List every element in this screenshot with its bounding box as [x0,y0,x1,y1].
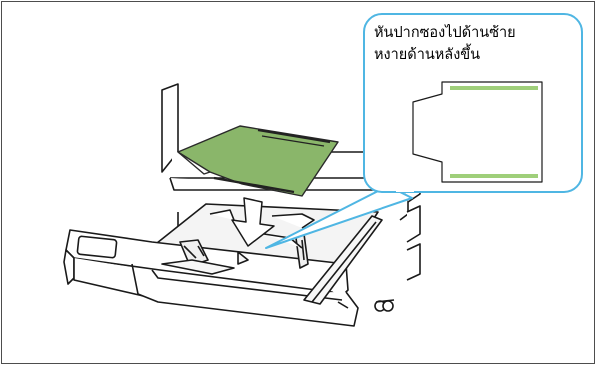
callout-line-1: หันปากซองไปด้านซ้าย [374,22,516,44]
paper-tray [64,204,394,326]
callout-line-2: หงายด้านหลังขึ้น [374,44,516,66]
callout-text: หันปากซองไปด้านซ้าย หงายด้านหลังขึ้น [374,22,516,66]
